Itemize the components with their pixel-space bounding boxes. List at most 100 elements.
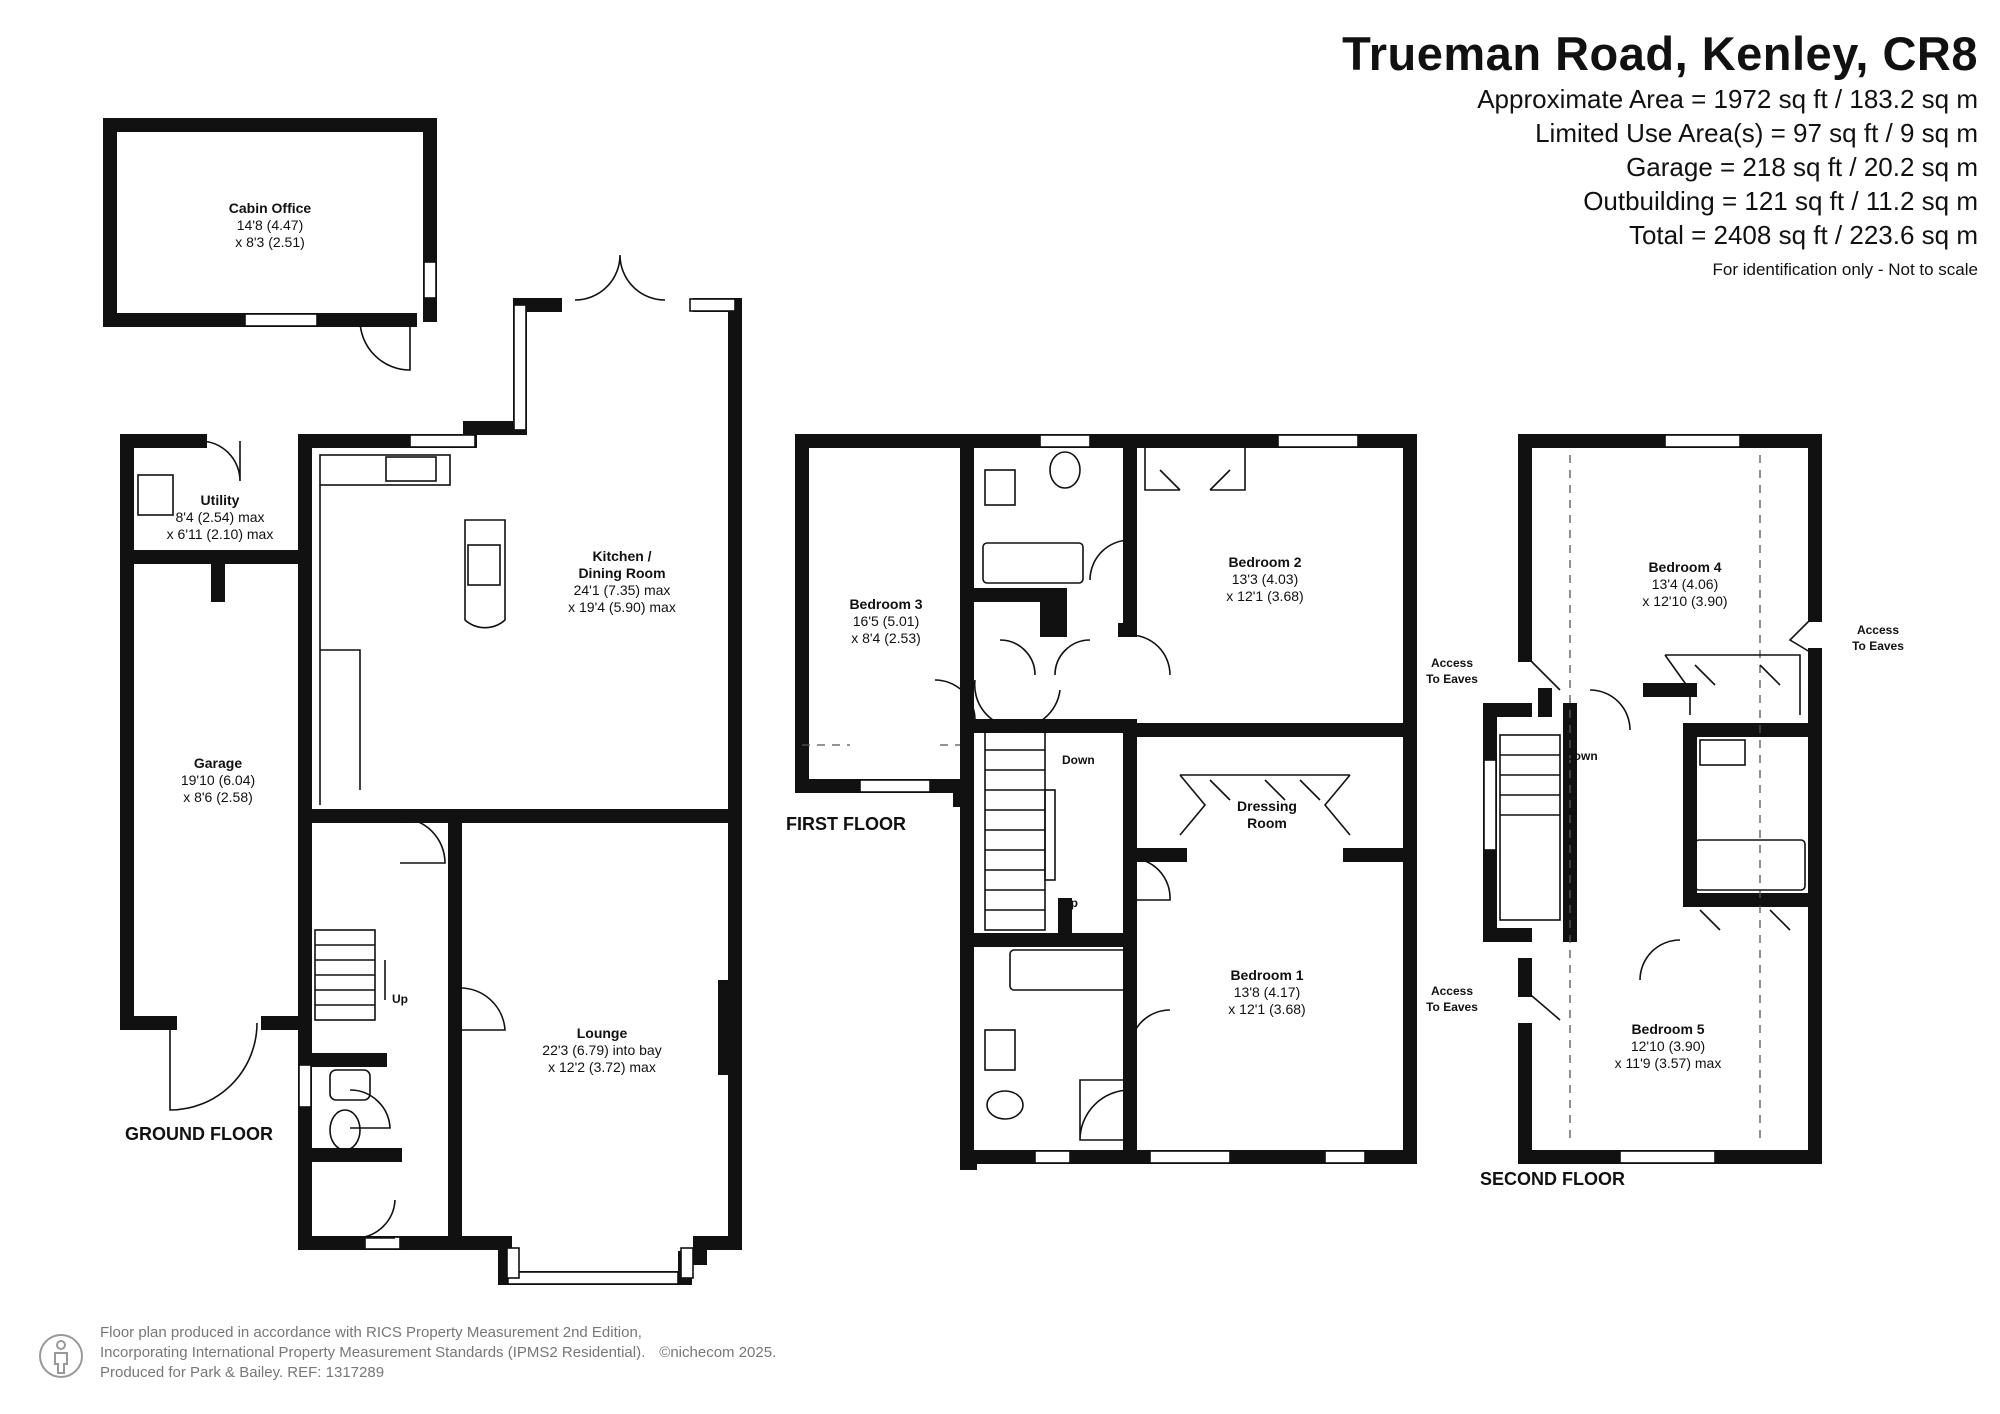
door-swing	[359, 319, 411, 371]
eaves-doors	[1524, 654, 1561, 1021]
stairs-up-first: Up	[1062, 896, 1078, 910]
window	[298, 1064, 312, 1108]
identification-note: For identification only - Not to scale	[1712, 260, 1978, 279]
window	[364, 1236, 401, 1250]
kitchen-dim1: 24'1 (7.35) max	[574, 582, 671, 598]
bedroom2-name: Bedroom 2	[1228, 554, 1301, 570]
header: Trueman Road, Kenley, CR8 Approximate Ar…	[1342, 26, 1978, 286]
cabin-office-dim2: x 8'3 (2.51)	[235, 234, 305, 250]
ground-walls	[120, 298, 742, 1285]
wardrobe	[1690, 904, 1800, 931]
stair-treads	[985, 749, 1045, 911]
ground-floor-plan	[103, 118, 742, 1285]
property-title: Trueman Road, Kenley, CR8	[1342, 27, 1978, 80]
garage-dim1: 19'10 (6.04)	[181, 772, 255, 788]
lounge-dim2: x 12'2 (3.72) max	[548, 1059, 656, 1075]
window	[513, 304, 527, 431]
cupboard-door-swing	[354, 1199, 396, 1239]
stairs-down-first: Down	[1062, 753, 1095, 767]
wardrobe	[1664, 654, 1801, 715]
outbuilding-area: Outbuilding = 121 sq ft / 11.2 sq m	[1583, 186, 1978, 216]
hall-door-swing	[399, 817, 446, 864]
limited-use-area: Limited Use Area(s) = 97 sq ft / 9 sq m	[1535, 118, 1978, 148]
window	[423, 261, 437, 299]
kitchen-name-2: Dining Room	[578, 565, 665, 581]
window	[1039, 434, 1091, 448]
utility-sink	[137, 474, 174, 516]
wc-door-swing	[349, 1089, 391, 1129]
cupboard-doors	[999, 639, 1091, 676]
shower	[1079, 1079, 1131, 1141]
kitchen-dim2: x 19'4 (5.90) max	[568, 599, 676, 615]
dressing-name-1: Dressing	[1237, 798, 1297, 814]
window	[1034, 1150, 1071, 1164]
access-eaves-1-line1: Access	[1431, 656, 1473, 670]
measurement-person-icon	[39, 1334, 83, 1378]
window	[680, 1247, 694, 1279]
window	[244, 313, 318, 327]
utility-dim1: 8'4 (2.54) max	[175, 509, 264, 525]
bedroom3-name: Bedroom 3	[849, 596, 922, 612]
utility-dim2: x 6'11 (2.10) max	[167, 526, 274, 542]
footer-line-1: Floor plan produced in accordance with R…	[100, 1324, 642, 1341]
door-swing	[1129, 857, 1171, 901]
bath	[1009, 949, 1131, 991]
limited-use-line	[1569, 455, 1761, 1140]
bedroom4-name: Bedroom 4	[1648, 559, 1721, 575]
french-doors	[574, 254, 666, 301]
window	[1149, 1150, 1231, 1164]
bedroom3-dim1: 16'5 (5.01)	[853, 613, 920, 629]
access-eaves-1-line2: To Eaves	[1426, 672, 1478, 686]
total-area: Total = 2408 sq ft / 223.6 sq m	[1628, 220, 1978, 250]
bay-window	[507, 1271, 679, 1285]
wardrobe	[1144, 445, 1246, 491]
access-eaves-2-line1: Access	[1857, 623, 1899, 637]
stair-rail	[1044, 789, 1056, 881]
hob	[467, 544, 501, 586]
basin	[984, 1029, 1016, 1071]
approximate-area: Approximate Area = 1972 sq ft / 183.2 sq…	[1477, 84, 1978, 114]
footer: Floor plan produced in accordance with R…	[100, 1323, 776, 1383]
window	[1277, 434, 1359, 448]
toilet	[986, 1090, 1024, 1120]
cabin-office-name: Cabin Office	[229, 200, 312, 216]
window	[1619, 1150, 1716, 1164]
footer-brand: ©nichecom 2025.	[659, 1344, 777, 1361]
first-floor-label: FIRST FLOOR	[786, 814, 906, 834]
window	[409, 434, 476, 448]
window	[1664, 434, 1741, 448]
footer-line-3: Produced for Park & Bailey. REF: 1317289	[100, 1364, 385, 1381]
basin	[984, 469, 1016, 506]
wc-basin	[329, 1069, 371, 1101]
window	[1324, 1150, 1366, 1164]
ground-floor-label: GROUND FLOOR	[125, 1124, 273, 1144]
utility-door-swing	[199, 440, 241, 482]
window	[859, 779, 931, 793]
bedroom4-dim2: x 12'10 (3.90)	[1642, 593, 1727, 609]
access-eaves-3-line1: Access	[1431, 984, 1473, 998]
footer-line-2-row: Incorporating International Property Mea…	[100, 1343, 776, 1363]
door-swing	[934, 679, 1061, 729]
lounge-name: Lounge	[577, 1025, 628, 1041]
eaves-door	[1788, 614, 1816, 656]
garage-dim2: x 8'6 (2.58)	[183, 789, 253, 805]
lounge-dim1: 22'3 (6.79) into bay	[542, 1042, 661, 1058]
stair-treads	[1500, 754, 1560, 816]
first-fixtures	[934, 445, 1351, 1141]
first-floor-plan	[795, 434, 1417, 1170]
garage-area: Garage = 218 sq ft / 20.2 sq m	[1626, 152, 1978, 182]
garage-door-swing	[169, 1022, 258, 1111]
utility-name: Utility	[201, 492, 240, 508]
door-swing	[1129, 634, 1171, 676]
window	[1483, 759, 1497, 851]
kitchen-island	[464, 519, 506, 629]
bedroom5-name: Bedroom 5	[1631, 1021, 1704, 1037]
bedroom3-dim2: x 8'4 (2.53)	[851, 630, 921, 646]
room-labels: Cabin Office 14'8 (4.47) x 8'3 (2.51) Ut…	[125, 200, 1904, 1189]
bedroom5-dim2: x 11'9 (3.57) max	[1615, 1055, 1722, 1071]
bedroom1-dim1: 13'8 (4.17)	[1234, 984, 1301, 1000]
access-eaves-2-line2: To Eaves	[1852, 639, 1904, 653]
window	[689, 298, 736, 312]
second-floor-plan	[1483, 434, 1822, 1164]
toilet	[1049, 451, 1081, 489]
